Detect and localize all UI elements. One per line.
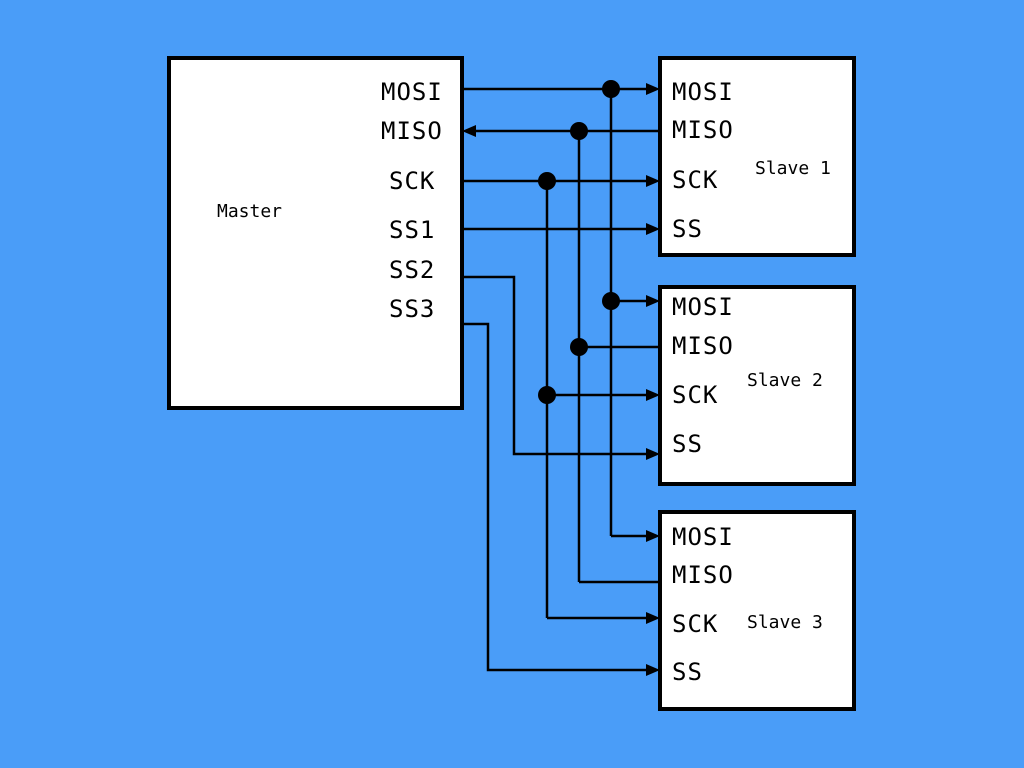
slave-1-box [658,56,856,257]
slave-3-pin-mosi: MOSI [672,523,734,551]
slave-2-pin-sck: SCK [672,381,718,409]
miso-arrow-master [462,125,476,137]
slave-3-pin-ss: SS [672,658,703,686]
master-pin-ss3: SS3 [389,295,435,323]
ss3-wire [462,322,646,672]
ss2-wire [462,275,646,456]
miso-junction-2 [570,338,588,356]
ss3-arrow [646,664,660,676]
slave-3-box [658,510,856,711]
slave-1-pin-mosi: MOSI [672,78,734,106]
sck-arrow-slave-3 [646,612,660,624]
sck-junction-2 [538,386,556,404]
sck-junction-1 [538,172,556,190]
ss1-arrow [646,223,660,235]
master-pin-sck: SCK [389,167,435,195]
master-pin-mosi: MOSI [381,78,443,106]
miso-junction-1 [570,122,588,140]
mosi-junction-2 [602,292,620,310]
mosi-arrow-slave-1 [646,83,660,95]
mosi-arrow-slave-2 [646,295,660,307]
slave-2-box [658,285,856,486]
slave-2-pin-ss: SS [672,430,703,458]
master-pin-ss1: SS1 [389,216,435,244]
slave-3-label: Slave 3 [747,612,823,633]
slave-1-label: Slave 1 [755,158,831,179]
slave-3-pin-miso: MISO [672,561,734,589]
slave-3-pin-sck: SCK [672,610,718,638]
sck-arrow-slave-1 [646,175,660,187]
slave-1-pin-sck: SCK [672,166,718,194]
master-pin-miso: MISO [381,117,443,145]
sck-arrow-slave-2 [646,389,660,401]
slave-2-label: Slave 2 [747,370,823,391]
master-label: Master [217,201,282,222]
slave-2-pin-mosi: MOSI [672,293,734,321]
ss2-arrow [646,448,660,460]
mosi-junction-1 [602,80,620,98]
slave-1-pin-miso: MISO [672,116,734,144]
master-box [167,56,464,410]
master-pin-ss2: SS2 [389,256,435,284]
slave-1-pin-ss: SS [672,215,703,243]
mosi-arrow-slave-3 [646,530,660,542]
slave-2-pin-miso: MISO [672,332,734,360]
